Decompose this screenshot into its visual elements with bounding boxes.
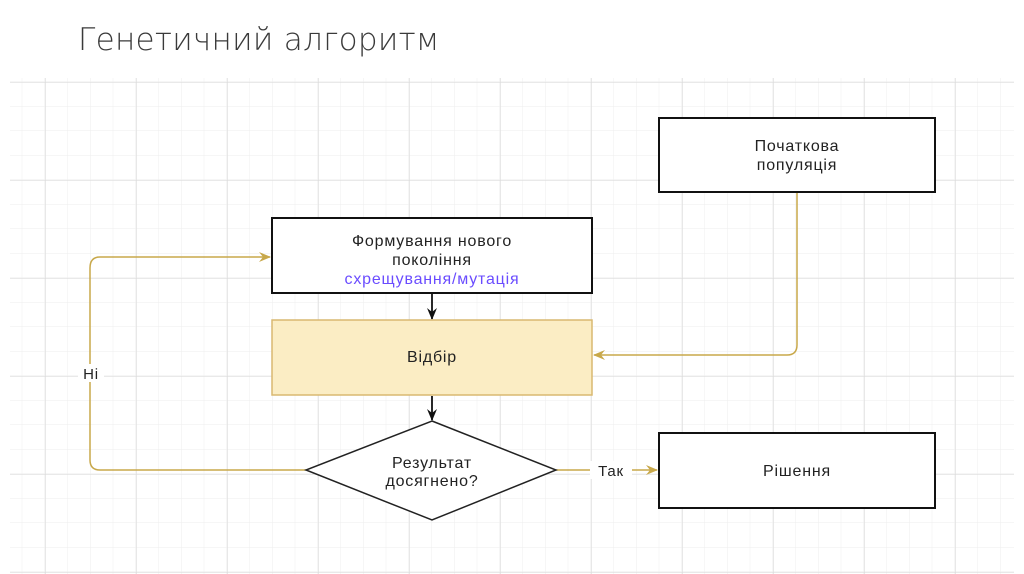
connector-initial-to-selection bbox=[593, 192, 798, 360]
node-text: покоління bbox=[392, 252, 472, 269]
node-text: Відбір bbox=[407, 349, 457, 366]
node-text-operations: схрещування/мутація bbox=[345, 271, 520, 288]
node-text: Початкова bbox=[755, 138, 840, 155]
edge-label-no: Ні bbox=[83, 366, 99, 383]
node-text: Результат bbox=[392, 455, 472, 472]
edge-label-yes: Так bbox=[598, 463, 624, 480]
node-selection: Відбір bbox=[271, 319, 593, 396]
node-text: популяція bbox=[757, 157, 837, 174]
node-initial-population: Початкова популяція bbox=[658, 117, 936, 193]
node-solution: Рішення bbox=[658, 432, 936, 509]
node-decision: Результат досягнено? bbox=[303, 420, 559, 521]
node-text: досягнено? bbox=[385, 473, 478, 490]
node-new-generation: Формування нового покоління схрещування/… bbox=[271, 217, 593, 294]
slide-title: Генетичний алгоритм bbox=[78, 22, 440, 58]
node-text: Формування нового bbox=[352, 233, 512, 250]
node-text: Рішення bbox=[763, 463, 831, 480]
